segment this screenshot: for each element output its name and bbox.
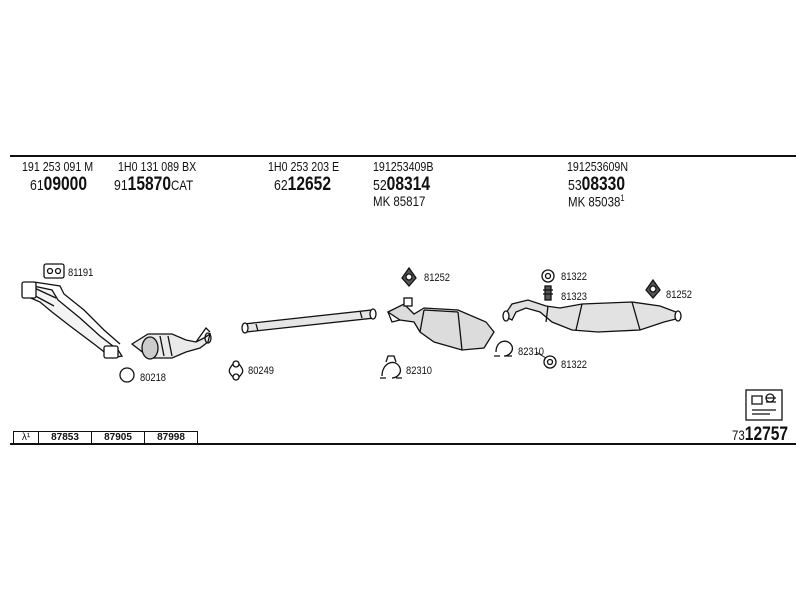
middle-silencer-shape — [386, 297, 495, 351]
oe-number: 1H0 253 203 E — [268, 159, 340, 174]
ring-gasket-icon — [543, 355, 557, 369]
part-label: 82310 — [406, 365, 433, 377]
lambda-sensor-cell: 87853 — [39, 432, 92, 444]
oe-number: 191253409B — [373, 159, 434, 174]
clamp-icon — [380, 355, 402, 379]
intermediate-pipe-shape — [241, 308, 377, 334]
diagram-symbol-icon — [745, 389, 783, 421]
part-label: 80218 — [140, 372, 167, 384]
rear-silencer-shape — [502, 299, 682, 333]
part-label: 81322 — [561, 359, 588, 371]
part-number: 9115870CAT — [114, 174, 194, 195]
mounting-kit: MK 85817 — [373, 193, 426, 209]
oe-number: 191253609N — [567, 159, 629, 174]
part-number: 6212652 — [274, 174, 332, 195]
oe-number: 191 253 091 M — [22, 159, 94, 174]
hanger-icon — [401, 266, 417, 287]
part-label: 81322 — [561, 271, 588, 283]
lambda-symbol: λ¹ — [14, 432, 39, 444]
part-label: 80249 — [248, 365, 275, 377]
part-label: 81323 — [561, 291, 588, 303]
mounting-kit: MK 850381 — [568, 193, 625, 210]
catalytic-converter-shape — [130, 326, 212, 360]
part-number: 6109000 — [30, 174, 88, 195]
footer-divider — [10, 443, 796, 445]
part-label: 81191 — [68, 267, 94, 279]
bolt-icon — [543, 285, 553, 301]
rubber-mount-icon — [228, 360, 244, 381]
part-label: 81252 — [666, 289, 693, 301]
lambda-sensor-cell: 87905 — [92, 432, 145, 444]
front-pipe-shape — [21, 281, 124, 359]
header-divider — [10, 155, 796, 157]
part-label: 81252 — [424, 272, 451, 284]
hanger-icon — [645, 278, 661, 299]
part-label: 82310 — [518, 346, 545, 358]
ring-gasket-icon — [119, 367, 135, 383]
lambda-sensor-table: λ¹ 87853 87905 87998 — [13, 431, 198, 445]
diagram-number: 7312757 — [732, 424, 789, 445]
part-number: 5208314 — [373, 174, 431, 195]
oe-number: 1H0 131 089 BX — [118, 159, 197, 174]
lambda-sensor-cell: 87998 — [157, 432, 185, 443]
part-number: 5308330 — [568, 174, 626, 195]
clamp-icon — [494, 340, 514, 357]
gasket-icon — [43, 263, 65, 279]
ring-gasket-icon — [541, 269, 555, 283]
